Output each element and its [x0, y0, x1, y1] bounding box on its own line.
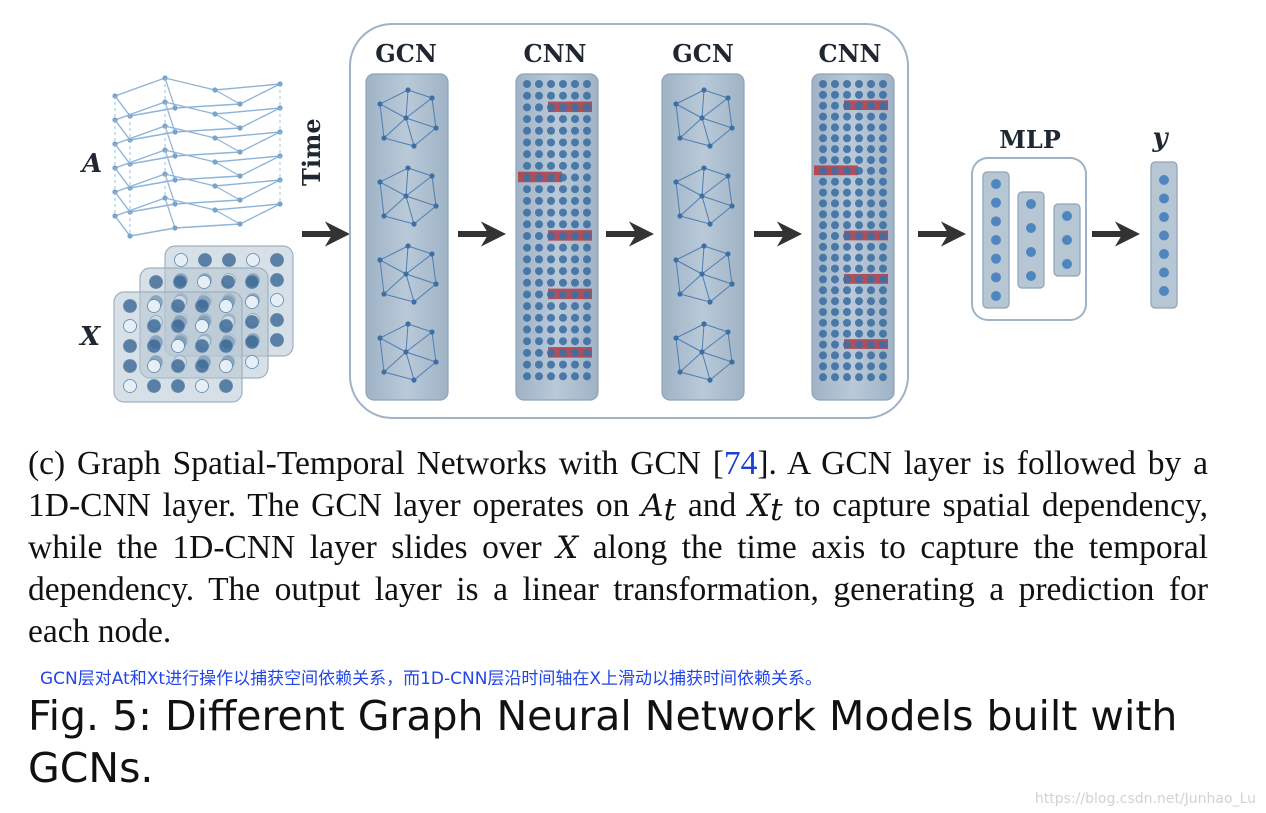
stage-label-cnn-1: CNN: [524, 39, 587, 68]
st-block-container: [349, 23, 909, 419]
caption-prefix: (c) Graph Spatial-Temporal Networks with…: [28, 445, 724, 482]
cnn-layer-1: [515, 73, 599, 401]
chinese-annotation: GCN层对At和Xt进行操作以捕获空间依赖关系，而1D-CNN层沿时间轴在X上滑…: [40, 669, 823, 689]
math-sub-t: t: [770, 492, 783, 528]
gcn-architecture-diagram: A Time X GCN CNN GCN CNN MLP y: [78, 23, 1178, 419]
stage-label-cnn-2: CNN: [819, 39, 882, 68]
adjacency-graph-stack: [112, 75, 283, 239]
math-a: A: [641, 488, 664, 524]
gcn-layer-1: [365, 73, 449, 401]
figure-title: Fig. 5: Different Graph Neural Network M…: [28, 692, 1178, 792]
output-nodes: [1150, 161, 1178, 309]
reference-link[interactable]: 74: [723, 445, 758, 482]
math-x: X: [556, 530, 579, 566]
input-x-label: X: [78, 322, 102, 352]
feature-matrix-stack: [113, 245, 294, 403]
gcn-layer-2: [661, 73, 745, 401]
caption-text: ]. A GCN layer is followed by a 1D-CNN l…: [28, 445, 1208, 524]
figure-caption: (c) Graph Spatial-Temporal Networks with…: [28, 443, 1208, 653]
math-x: X: [748, 488, 771, 524]
time-axis-label: Time: [297, 118, 326, 186]
caption-text: to capture spatial dependency, while the…: [28, 487, 1208, 566]
stage-label-gcn-2: GCN: [672, 39, 734, 68]
cnn-layer-2: [811, 73, 895, 401]
mlp-label: MLP: [999, 125, 1061, 154]
output-label: y: [1151, 123, 1169, 153]
mlp-layers: [982, 171, 1081, 309]
math-sub-t: t: [663, 492, 677, 528]
watermark: https://blog.csdn.net/Junhao_Lu: [1034, 791, 1256, 807]
caption-text: along the time axis to capture the tempo…: [28, 529, 1208, 650]
caption-text: and: [676, 487, 748, 524]
stage-label-gcn-1: GCN: [375, 39, 437, 68]
input-a-label: A: [79, 149, 102, 179]
